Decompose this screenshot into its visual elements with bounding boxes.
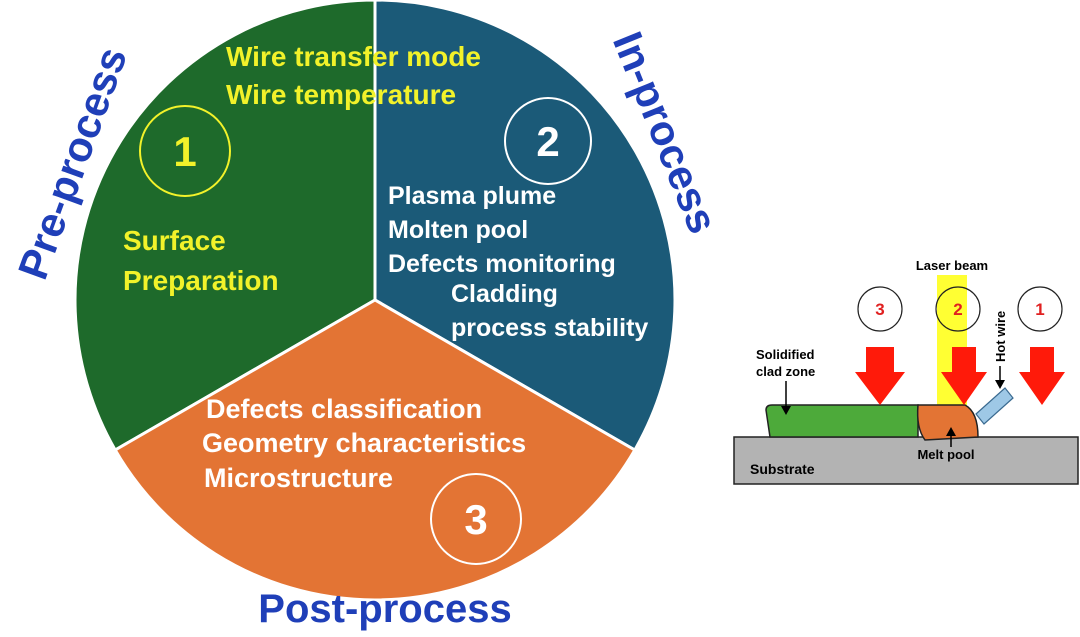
melt-pool-label: Melt pool — [917, 447, 974, 462]
defects-monitoring-text: Defects monitoring — [388, 250, 616, 278]
plasma-plume-text: Plasma plume — [388, 182, 556, 210]
arrow-marker-1 — [1019, 347, 1065, 405]
number-circle-3 — [430, 473, 522, 565]
number-circle-1 — [139, 105, 231, 197]
marker-circle-2 — [935, 286, 981, 332]
clad-zone-label-line-1: Solidified — [756, 347, 815, 362]
post-process-label: Post-process — [258, 587, 511, 631]
hot-wire — [975, 387, 1014, 425]
sector-number-1: 1 — [173, 128, 196, 175]
number-circle-2 — [504, 97, 592, 185]
wire-temperature-text: Wire temperature — [226, 79, 456, 110]
clad-zone — [765, 404, 919, 438]
melt-pool — [916, 404, 979, 441]
sector-in-process — [373, 0, 677, 453]
clad-zone-pointer-head — [781, 406, 791, 415]
arrow-marker-3 — [855, 347, 905, 405]
sector-number-3: 3 — [464, 496, 487, 543]
marker-circle-3 — [857, 286, 903, 332]
marker-3-text: 3 — [875, 300, 884, 319]
substrate — [733, 436, 1079, 485]
laser-beam-label: Laser beam — [916, 258, 988, 273]
marker-2-text: 2 — [953, 300, 962, 319]
marker-1-text: 1 — [1035, 300, 1044, 319]
sector-post-process — [113, 298, 637, 602]
hot-wire-label: Hot wire — [993, 311, 1008, 362]
cladding-text: Cladding — [451, 280, 558, 308]
geometry-characteristics-text: Geometry characteristics — [202, 428, 526, 458]
hot-wire-pointer-head — [995, 380, 1005, 389]
marker-circle-1 — [1017, 286, 1063, 332]
surface-text: Surface — [123, 225, 226, 256]
sector-number-2: 2 — [536, 118, 559, 165]
substrate-label: Substrate — [750, 461, 815, 477]
arrow-marker-2 — [941, 347, 987, 405]
process-stability-text: process stability — [451, 314, 648, 342]
defects-classification-text: Defects classification — [206, 394, 482, 424]
microstructure-text: Microstructure — [204, 463, 393, 493]
cladding-schematic: Laser beam Substrate 3 2 1 Solidified cl… — [733, 258, 1079, 485]
preparation-text: Preparation — [123, 265, 279, 296]
sector-pre-process — [73, 0, 377, 453]
process-pie: 1 2 3 Wire transfer mode Wire temperatur… — [73, 0, 677, 602]
clad-zone-label-line-2: clad zone — [756, 364, 815, 379]
molten-pool-text: Molten pool — [388, 216, 528, 244]
melt-pool-pointer-head — [946, 427, 956, 436]
wire-transfer-mode-text: Wire transfer mode — [226, 41, 481, 72]
